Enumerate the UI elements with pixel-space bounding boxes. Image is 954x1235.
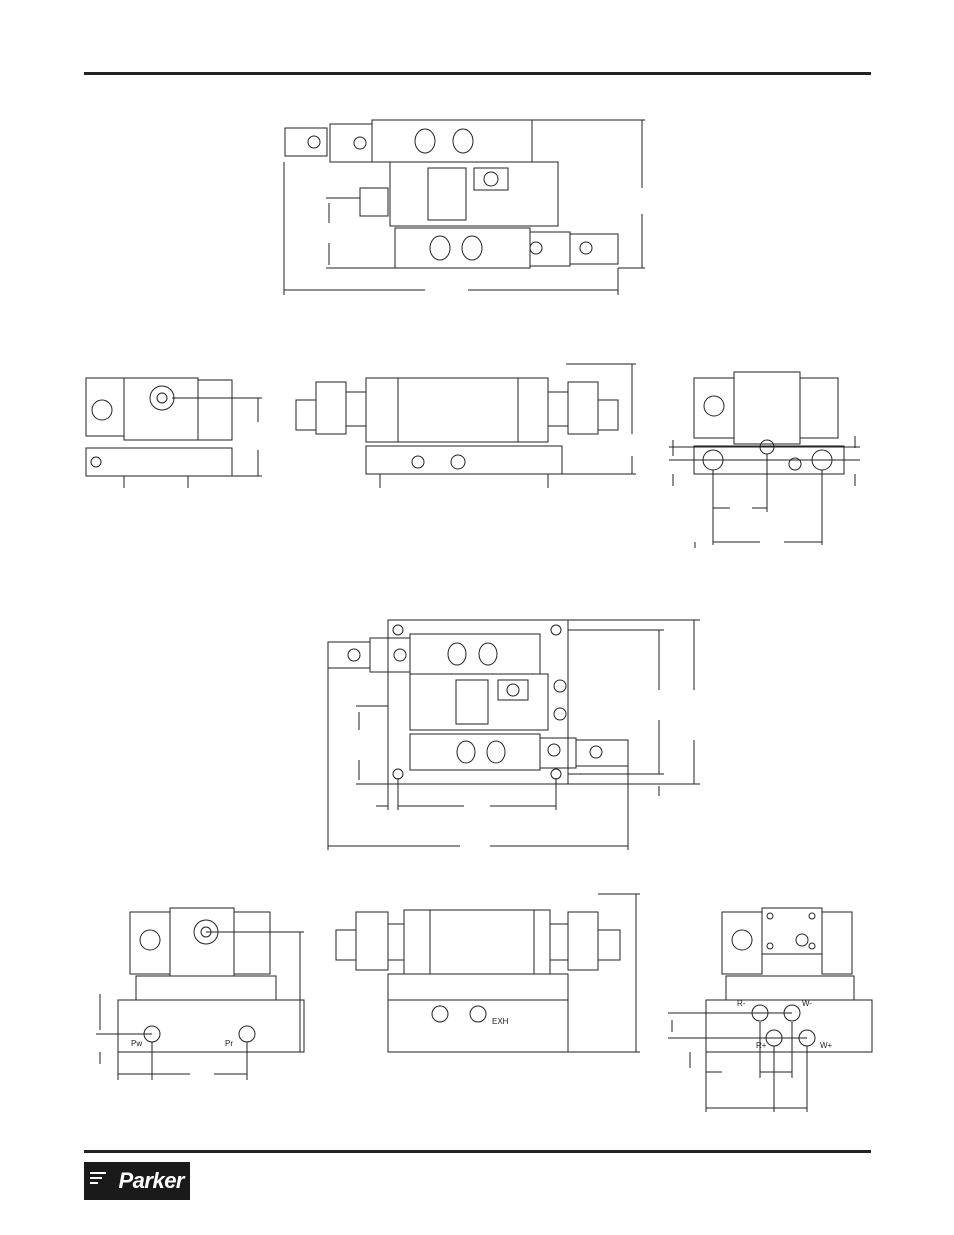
- left-end-view-1: [86, 378, 262, 488]
- logo-stripes: [90, 1172, 106, 1187]
- right-end-view-2: [668, 908, 872, 1112]
- bottom-rule: [84, 1150, 871, 1153]
- parker-logo: Parker: [84, 1162, 190, 1200]
- port-label-w-plus: W+: [820, 1041, 833, 1050]
- port-label-pr: Pr: [225, 1039, 233, 1048]
- side-view-1: [296, 364, 636, 488]
- top-view-valve: [284, 120, 645, 295]
- port-label-r-minus: R-: [737, 999, 746, 1008]
- port-label-exh: EXH: [492, 1017, 509, 1026]
- side-view-2: [336, 894, 640, 1052]
- top-view-subplate: [328, 620, 700, 850]
- port-label-r-plus: R+: [756, 1041, 767, 1050]
- left-end-view-2: [96, 908, 304, 1080]
- right-end-view-1: [669, 372, 860, 548]
- port-label-pw: Pw: [131, 1039, 142, 1048]
- brand-name: Parker: [118, 1168, 190, 1194]
- port-label-w-minus: W-: [802, 999, 812, 1008]
